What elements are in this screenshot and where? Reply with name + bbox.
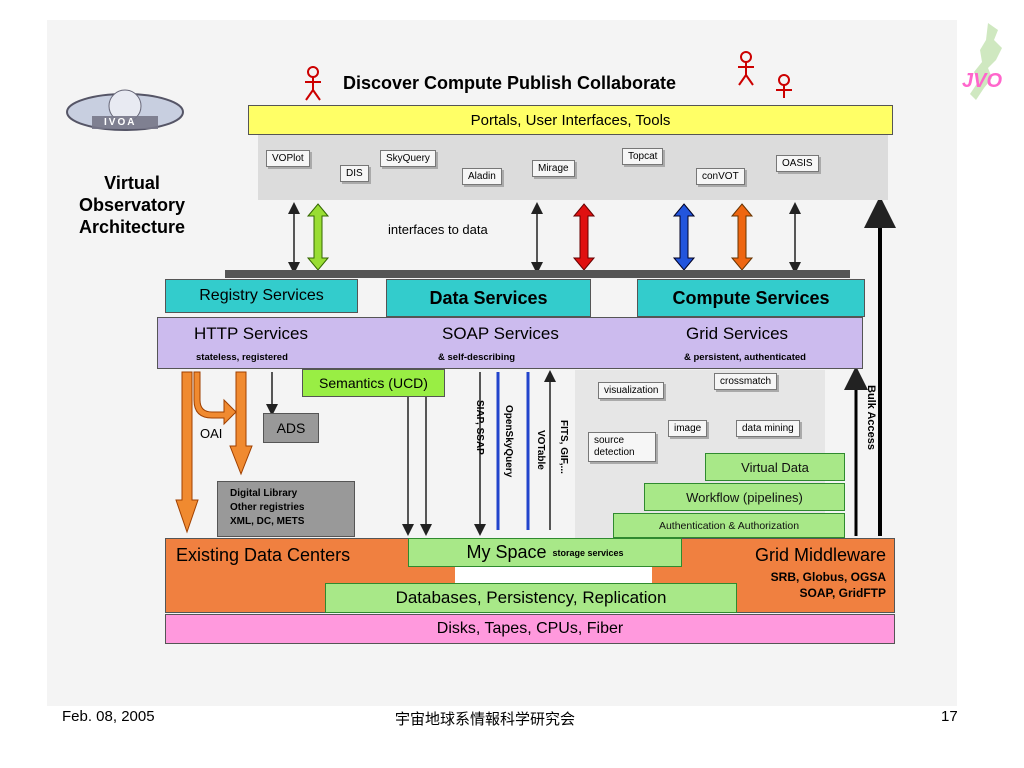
orange-double-arrow [730, 203, 754, 271]
footer-date: Feb. 08, 2005 [62, 708, 155, 725]
votable-label: VOTable [535, 430, 546, 470]
middleware-line-2: SOAP, GridFTP [799, 586, 886, 600]
image-box: image [668, 420, 708, 437]
footer-center: 宇宙地球系情報科学研究会 [395, 711, 576, 728]
page-number: 17 [941, 708, 958, 725]
disks-box: Disks, Tapes, CPUs, Fiber [165, 614, 895, 644]
orange-down-arrow-1 [175, 371, 199, 534]
jvo-logo: JVO [958, 18, 1018, 108]
existing-data-centers: Existing Data Centers [176, 545, 351, 565]
diagram-title: Discover Compute Publish Collaborate [343, 73, 677, 93]
jvo-logo-text: JVO [962, 70, 1003, 92]
blue-double-arrow [672, 203, 696, 271]
red-double-arrow [572, 203, 596, 271]
my-space-label: My Space [466, 542, 547, 562]
grid-sub: & persistent, authenticated [684, 352, 806, 363]
tool-convot: conVOT [696, 168, 745, 185]
green-double-arrow [306, 203, 330, 271]
orange-down-arrow-2 [229, 371, 253, 476]
tool-dis: DIS [340, 165, 369, 182]
soap-sub: & self-describing [438, 352, 516, 363]
bulk-access-label: Bulk Access [865, 385, 877, 451]
openskyquery-label: OpenSkyQuery [503, 405, 514, 478]
compute-services: Compute Services [637, 279, 865, 317]
grid-middleware: Grid Middleware [754, 545, 886, 565]
http-services: HTTP Services [194, 324, 308, 343]
registry-services: Registry Services [165, 279, 358, 313]
person-icon-3 [776, 74, 792, 98]
ivoa-logo: IVOA [64, 80, 186, 142]
tool-mirage: Mirage [532, 160, 575, 177]
virtual-data-step: Virtual Data [705, 453, 845, 481]
data-mining-box: data mining [736, 420, 800, 437]
soap-services: SOAP Services [442, 324, 559, 343]
grid-services: Grid Services [686, 324, 789, 343]
side-title: Virtual Observatory Architecture [78, 173, 186, 237]
source-detection-box: source detection [588, 432, 656, 462]
ads-box: ADS [263, 413, 319, 443]
interfaces-label: interfaces to data [388, 222, 488, 237]
protocols-bar: HTTP Services SOAP Services Grid Service… [157, 317, 863, 369]
tool-voplot: VOPlot [266, 150, 310, 167]
my-space-sub: storage services [552, 547, 624, 558]
crossmatch-box: crossmatch [714, 373, 778, 390]
oai-label: OAI [200, 426, 223, 441]
person-icon-1 [305, 66, 321, 101]
data-services: Data Services [386, 279, 591, 317]
visualization-box: visualization [598, 382, 665, 399]
gap-white [455, 567, 652, 583]
middleware-line-1: SRB, Globus, OGSA [770, 570, 886, 584]
workflow-step: Workflow (pipelines) [644, 483, 845, 511]
siap-label: SIAP, SSAP [474, 400, 485, 455]
portals-bar: Portals, User Interfaces, Tools [248, 105, 893, 135]
fits-label: FITS, GIF,... [558, 420, 569, 474]
tool-topcat: Topcat [622, 148, 664, 165]
tool-skyquery: SkyQuery [380, 150, 436, 167]
tool-oasis: OASIS [776, 155, 819, 172]
semantics-box: Semantics (UCD) [302, 369, 445, 397]
http-sub: stateless, registered [196, 352, 288, 363]
databases-box: Databases, Persistency, Replication [325, 583, 737, 613]
digital-library-box: Digital Library Other registries XML, DC… [217, 481, 355, 537]
auth-step: Authentication & Authorization [613, 513, 845, 538]
person-icon-2 [738, 51, 754, 86]
ivoa-logo-text: IVOA [104, 117, 137, 128]
tool-aladin: Aladin [462, 168, 502, 185]
my-space-box: My Space storage services [408, 538, 682, 567]
